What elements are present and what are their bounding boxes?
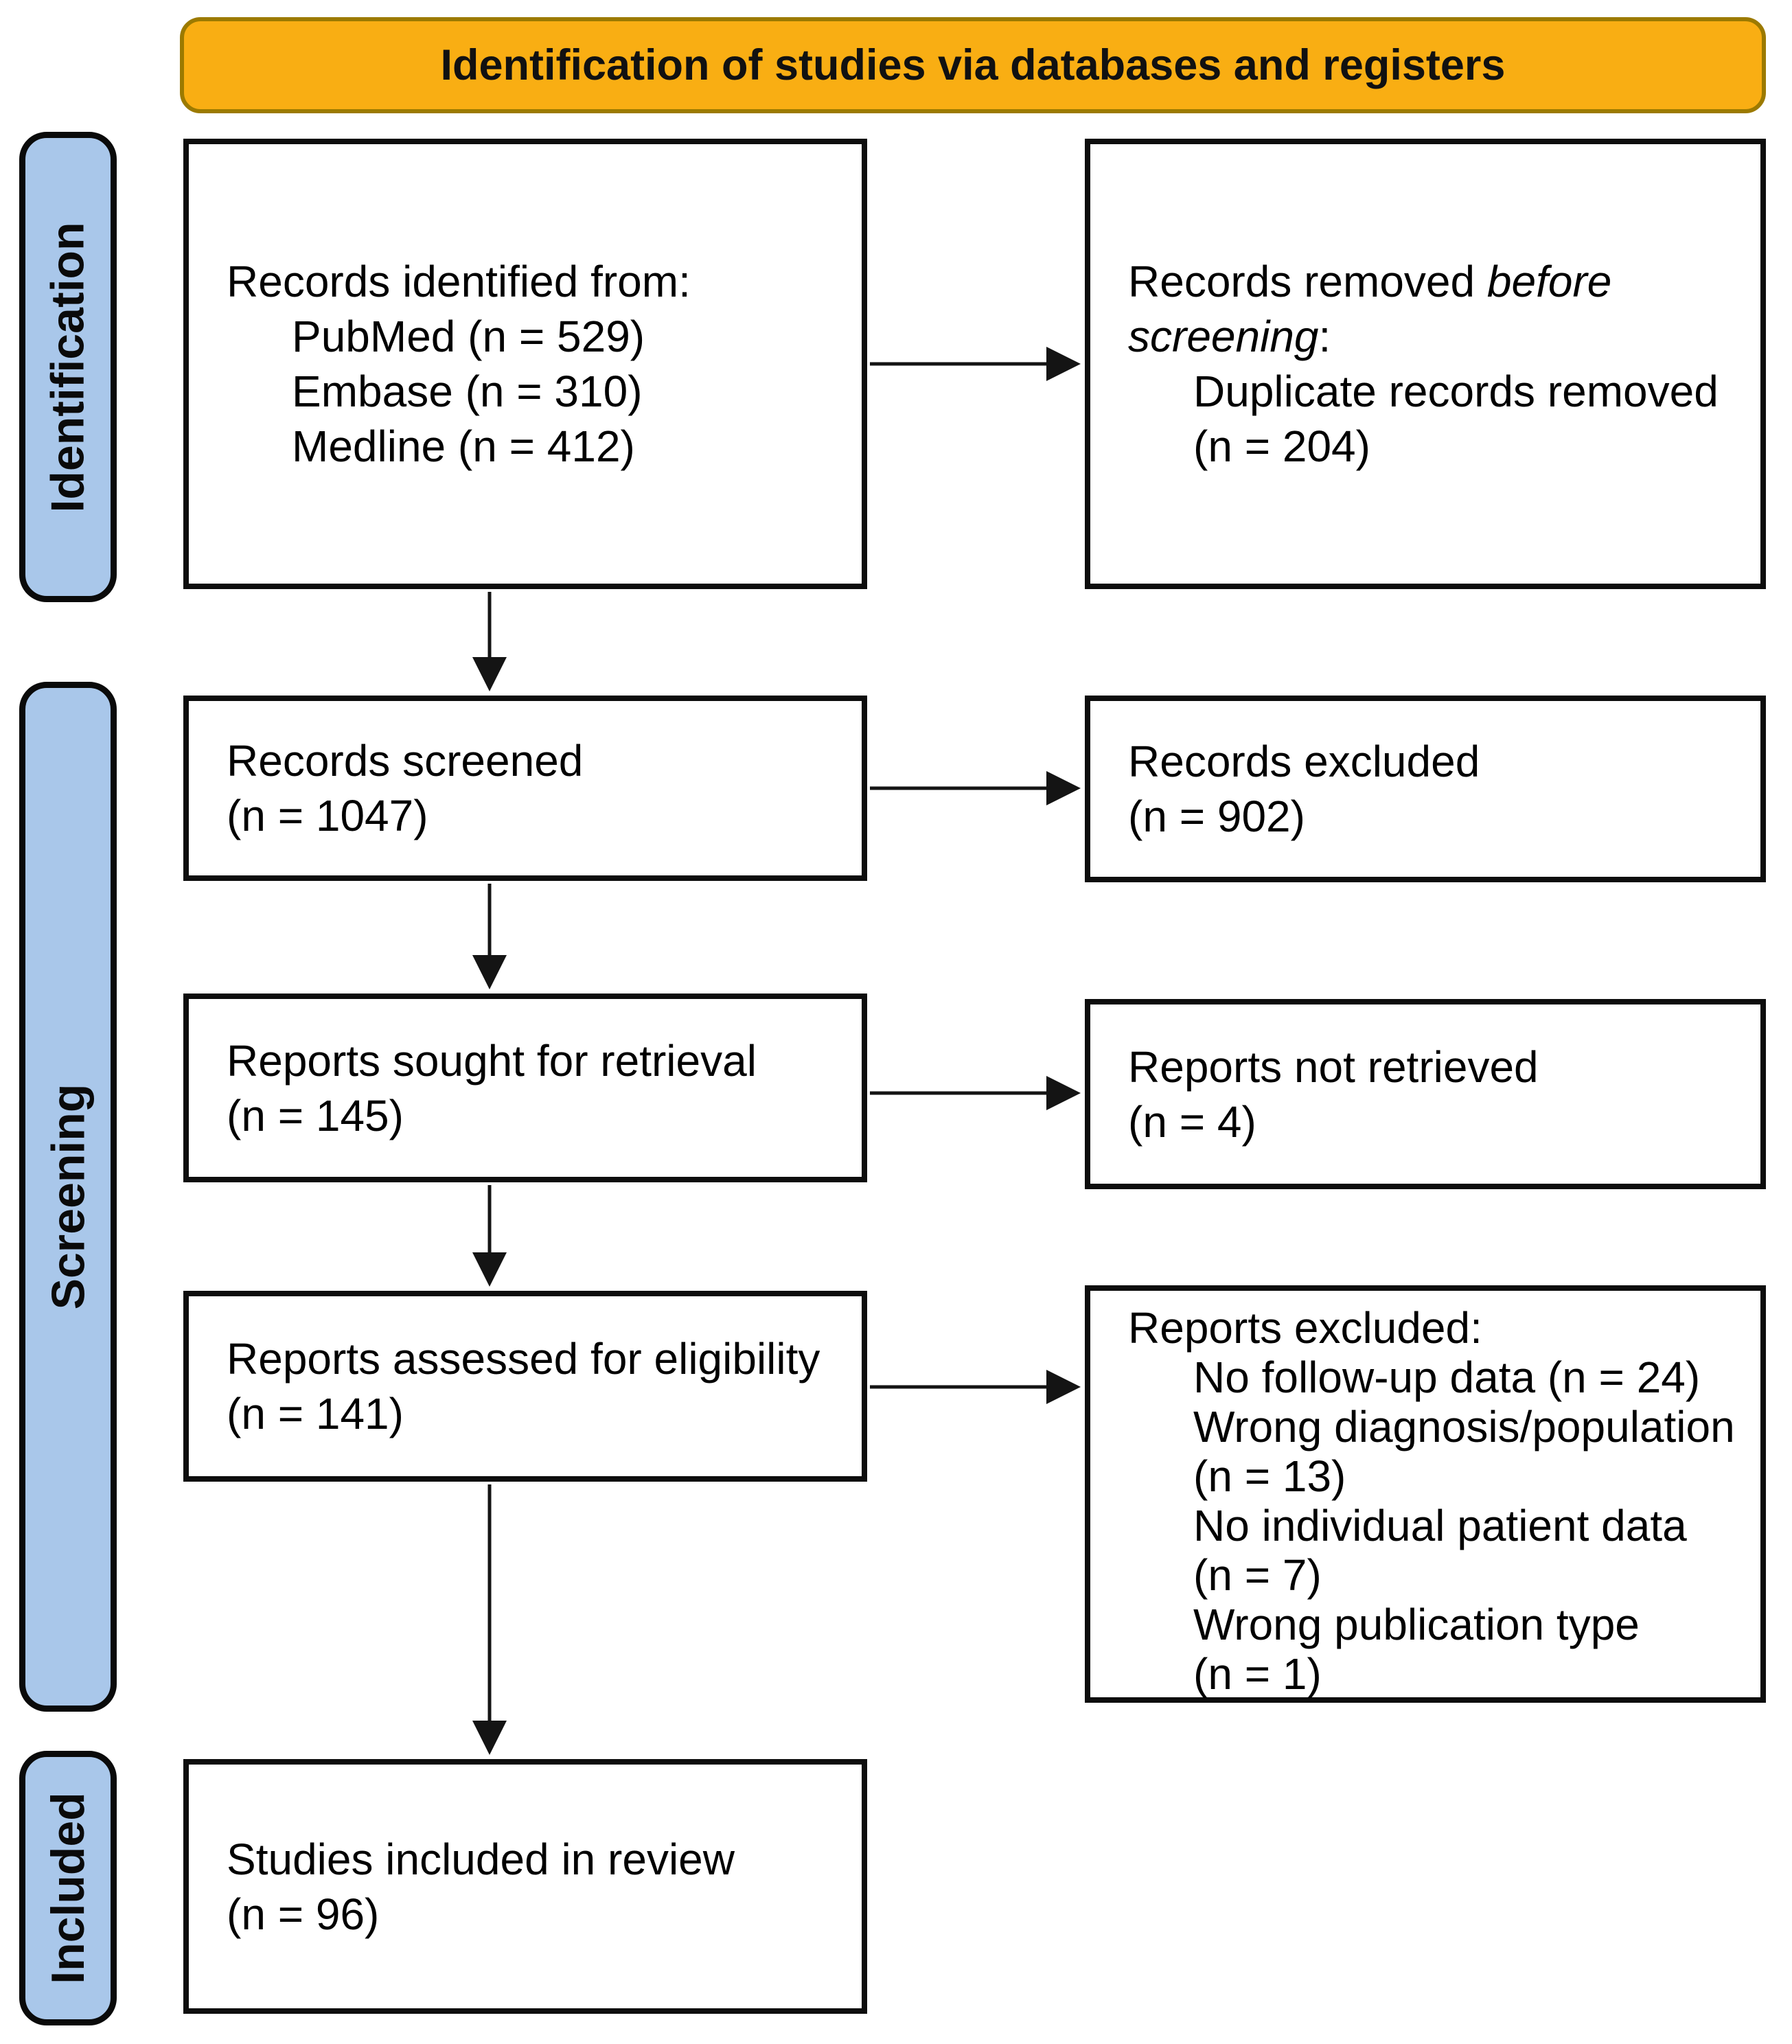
text-line: Records excluded bbox=[1128, 737, 1480, 786]
text-line: Medline (n = 412) bbox=[292, 422, 635, 471]
text-line: No individual patient data bbox=[1193, 1501, 1687, 1550]
text-line: Records screened bbox=[227, 736, 584, 785]
text-line: Wrong diagnosis/population bbox=[1193, 1402, 1735, 1451]
banner-title: Identification of studies via databases … bbox=[440, 41, 1506, 89]
box-reports-assessed-for-eligibility: Reports assessed for eligibility (n = 14… bbox=[183, 1291, 867, 1482]
text-line: Reports assessed for eligibility bbox=[227, 1334, 820, 1383]
text-line: Duplicate records removed bbox=[1193, 367, 1719, 416]
text-line: (n = 7) bbox=[1193, 1550, 1322, 1600]
stage-label-screening: Screening bbox=[19, 682, 117, 1712]
text-line: Studies included in review bbox=[227, 1834, 735, 1884]
text-line: Embase (n = 310) bbox=[292, 367, 643, 416]
stage-label-included: Included bbox=[19, 1751, 117, 2025]
box-studies-included-in-review: Studies included in review (n = 96) bbox=[183, 1759, 867, 2014]
text-line: (n = 1047) bbox=[227, 791, 428, 840]
text-line: (n = 204) bbox=[1193, 422, 1370, 471]
text-line: (n = 145) bbox=[227, 1090, 404, 1140]
box-records-screened: Records screened (n = 1047) bbox=[183, 696, 867, 881]
text-line: (n = 13) bbox=[1193, 1451, 1346, 1501]
text-line: (n = 1) bbox=[1193, 1649, 1322, 1699]
box-records-excluded: Records excluded (n = 902) bbox=[1085, 696, 1766, 882]
text-line: (n = 141) bbox=[227, 1389, 404, 1438]
text-line: Reports excluded: bbox=[1128, 1303, 1482, 1353]
text-line: Wrong publication type bbox=[1193, 1600, 1640, 1649]
box-reports-sought-for-retrieval: Reports sought for retrieval (n = 145) bbox=[183, 994, 867, 1182]
text-line: (n = 96) bbox=[227, 1889, 380, 1939]
box-reports-excluded: Reports excluded: No follow-up data (n =… bbox=[1085, 1285, 1766, 1703]
stage-label-identification-text: Identification bbox=[42, 221, 95, 513]
text-line: Records removed before screening: bbox=[1128, 257, 1612, 361]
text-line: (n = 902) bbox=[1128, 792, 1305, 841]
text-line: PubMed (n = 529) bbox=[292, 312, 645, 361]
banner: Identification of studies via databases … bbox=[180, 17, 1766, 113]
text-line: No follow-up data (n = 24) bbox=[1193, 1353, 1701, 1402]
box-reports-not-retrieved: Reports not retrieved (n = 4) bbox=[1085, 999, 1766, 1189]
stage-label-included-text: Included bbox=[42, 1792, 95, 1984]
text-line: Reports sought for retrieval bbox=[227, 1035, 757, 1086]
text-line: (n = 4) bbox=[1128, 1096, 1256, 1147]
stage-label-identification: Identification bbox=[19, 132, 117, 602]
text-line: Reports not retrieved bbox=[1128, 1042, 1539, 1092]
box-records-identified: Records identified from: PubMed (n = 529… bbox=[183, 139, 867, 589]
box-records-removed-before-screening: Records removed before screening: Duplic… bbox=[1085, 139, 1766, 589]
text-line: Records identified from: bbox=[227, 257, 691, 306]
stage-label-screening-text: Screening bbox=[42, 1083, 94, 1310]
